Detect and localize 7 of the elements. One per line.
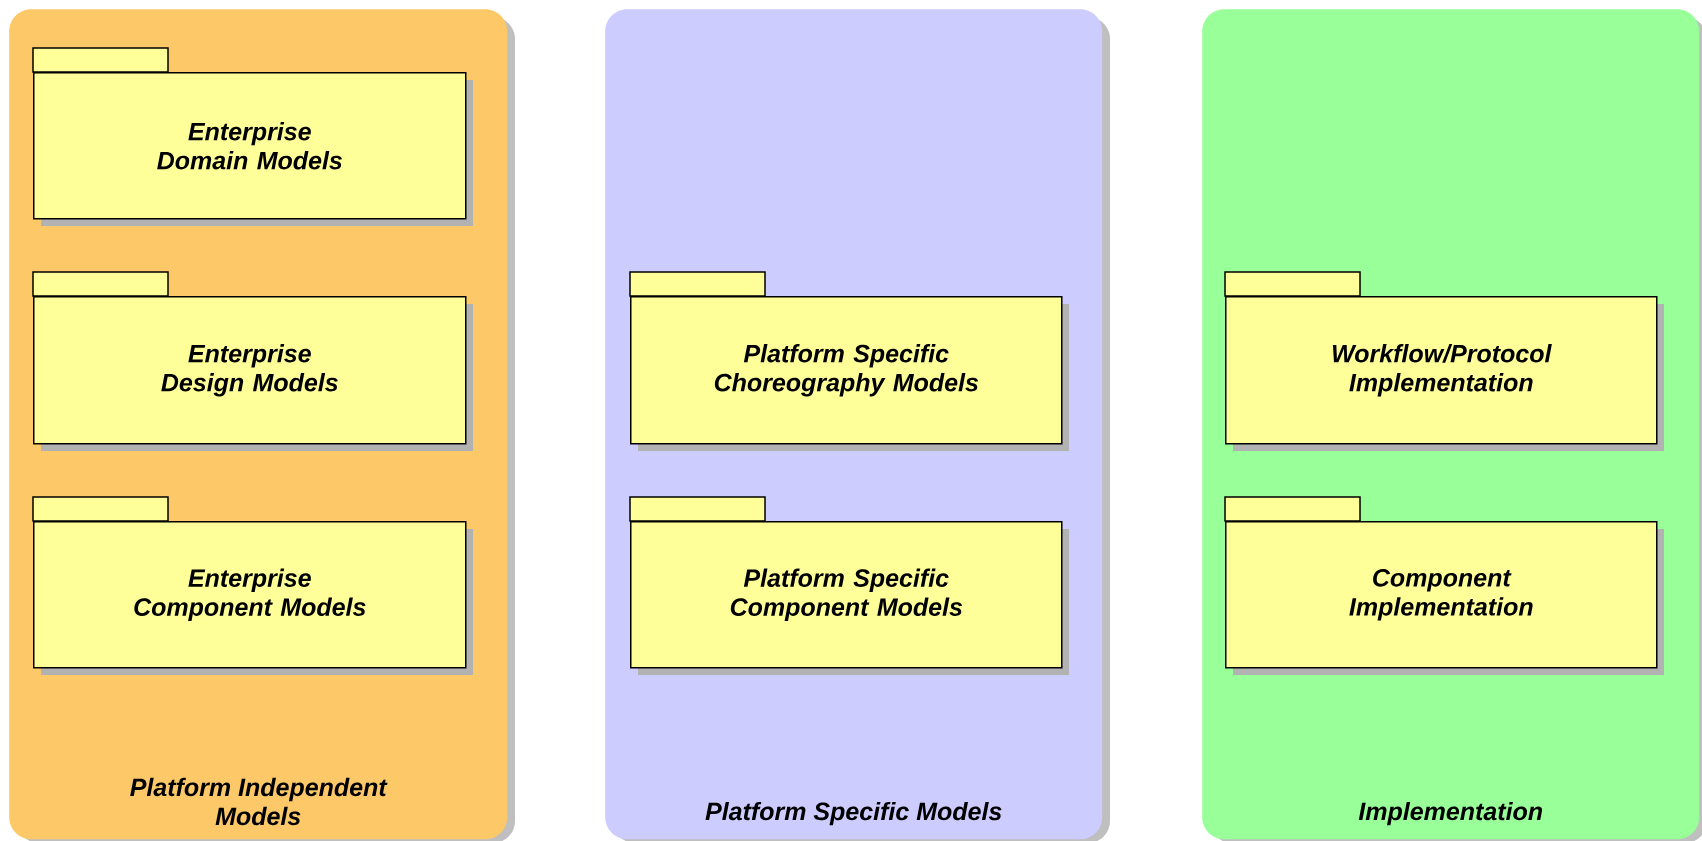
folder-box: Enterprise Component Models [32,496,473,675]
folder-box: Enterprise Domain Models [32,47,473,226]
folder-box: Enterprise Design Models [32,271,473,451]
folder-box: Platform Specific Choreography Models [629,271,1069,451]
folder-box: Component Implementation [1224,496,1664,675]
folder-box: Platform Specific Component Models [629,496,1069,675]
folder-box: Workflow/Protocol Implementation [1224,271,1664,451]
